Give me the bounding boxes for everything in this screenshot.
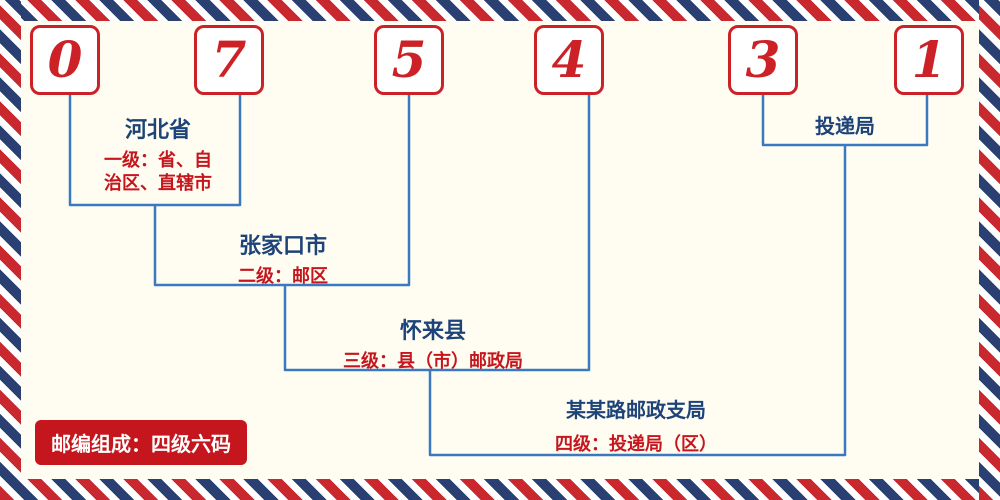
- digit-6: 1: [911, 30, 947, 89]
- level4-name: 某某路邮政支局: [566, 400, 706, 422]
- airmail-border-left: [0, 0, 21, 500]
- level1-desc-line1: 一级：省、自: [104, 150, 212, 170]
- level1-desc-line2: 治区、直辖市: [104, 172, 212, 193]
- level4-desc: 四级：投递局（区）: [555, 434, 717, 454]
- digit-3: 5: [391, 30, 427, 89]
- digit-5: 3: [745, 30, 781, 89]
- digit-box-4: 4: [534, 25, 604, 95]
- level2-label-group: 张家口市 二级：邮区: [238, 228, 328, 288]
- digit-box-1: 0: [30, 25, 100, 95]
- digit-4: 4: [551, 30, 587, 89]
- level4-label-group: 某某路邮政支局 四级：投递局（区）: [555, 394, 717, 456]
- digit-2: 7: [211, 30, 247, 89]
- airmail-border-bottom: [0, 479, 1000, 500]
- level2-name: 张家口市: [238, 233, 327, 258]
- connector-level2: [153, 95, 411, 287]
- digit-box-5: 3: [728, 25, 798, 95]
- airmail-border-right: [979, 0, 1000, 500]
- level1-name: 河北省: [124, 117, 191, 142]
- level3-desc: 三级：县（市）邮政局: [343, 351, 523, 371]
- level3-label-group: 怀来县 三级：县（市）邮政局: [343, 313, 523, 373]
- delivery-bureau-label: 投递局: [815, 116, 875, 138]
- digit-box-2: 7: [194, 25, 264, 95]
- digit-box-6: 1: [894, 25, 964, 95]
- digit-box-3: 5: [374, 25, 444, 95]
- airmail-border-top: [0, 0, 1000, 21]
- connector-level4: [428, 145, 847, 457]
- delivery-bureau-label-group: 投递局: [815, 110, 875, 139]
- level2-desc: 二级：邮区: [238, 266, 328, 286]
- connector-level3: [283, 95, 591, 372]
- digit-1: 0: [47, 30, 83, 89]
- footer-badge: 邮编组成：四级六码: [35, 420, 247, 465]
- level3-name: 怀来县: [399, 318, 466, 343]
- level1-label-group: 河北省 一级：省、自 治区、直辖市: [104, 112, 212, 194]
